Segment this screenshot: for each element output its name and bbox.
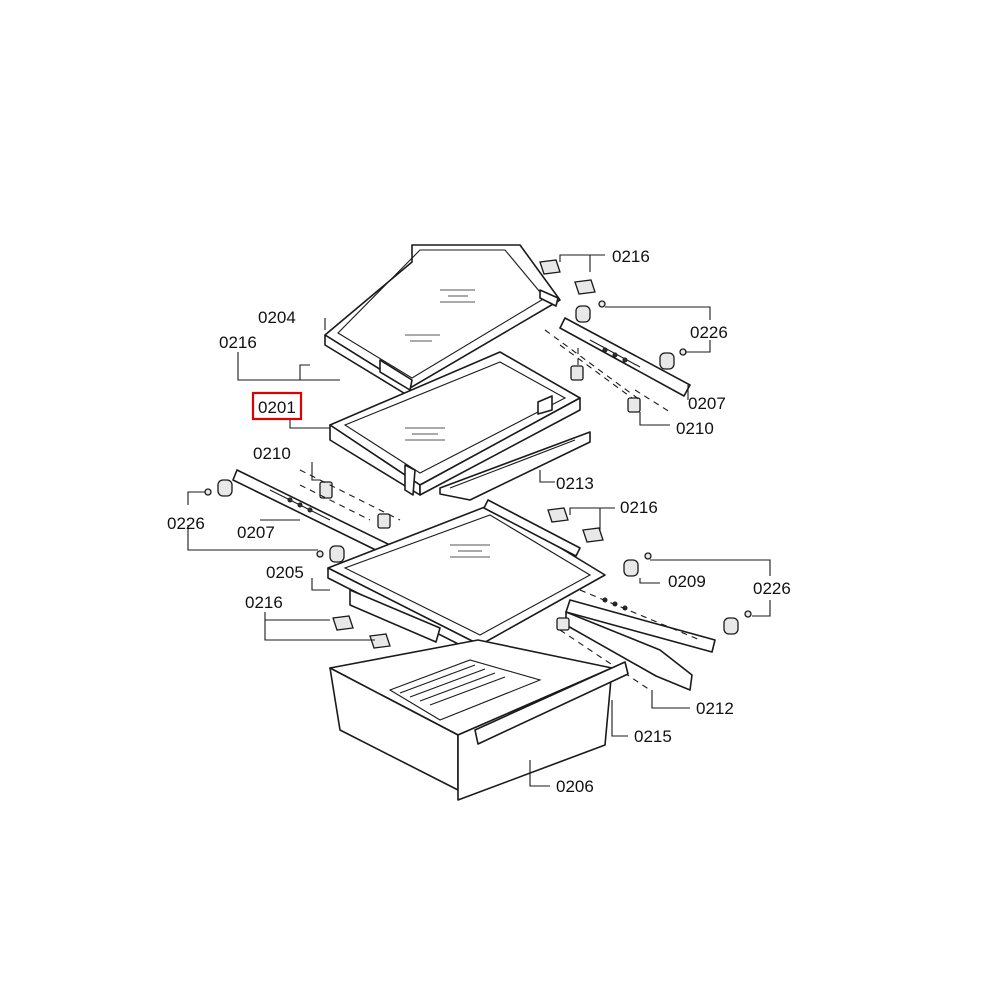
leader-lines	[187, 254, 771, 787]
label-0216-left: 0216	[219, 333, 257, 352]
right-rail-upper	[539, 259, 691, 413]
highlight-box-0201	[251, 391, 303, 421]
label-0207-left: 0207	[237, 523, 275, 542]
label-0226-top: 0226	[690, 323, 728, 342]
label-0201: 0201	[258, 398, 296, 417]
label-0213: 0213	[556, 474, 594, 493]
label-0216-bottom: 0216	[245, 593, 283, 612]
label-0216-top: 0216	[612, 247, 650, 266]
part-labels: 0216 0204 0226 0216 0201 0207 0210 0210 …	[167, 247, 791, 796]
tray-0213	[439, 431, 591, 501]
label-0226-left: 0226	[167, 514, 205, 533]
label-0215: 0215	[634, 727, 672, 746]
shelf-frame-0201	[329, 351, 581, 496]
glass-shelf-0204	[324, 244, 561, 399]
label-0205: 0205	[266, 563, 304, 582]
label-0206: 0206	[556, 777, 594, 796]
glass-shelf-0205	[327, 499, 606, 656]
label-0207-right: 0207	[688, 394, 726, 413]
label-0216-mid: 0216	[620, 498, 658, 517]
label-0226-right: 0226	[753, 579, 791, 598]
drawer-0206	[329, 639, 629, 801]
right-rail-lower	[556, 552, 752, 691]
left-rail-middle	[204, 469, 401, 563]
label-0210-right: 0210	[676, 419, 714, 438]
label-0209: 0209	[668, 572, 706, 591]
label-0204: 0204	[258, 308, 296, 327]
label-0212: 0212	[696, 699, 734, 718]
label-0210-left: 0210	[253, 444, 291, 463]
